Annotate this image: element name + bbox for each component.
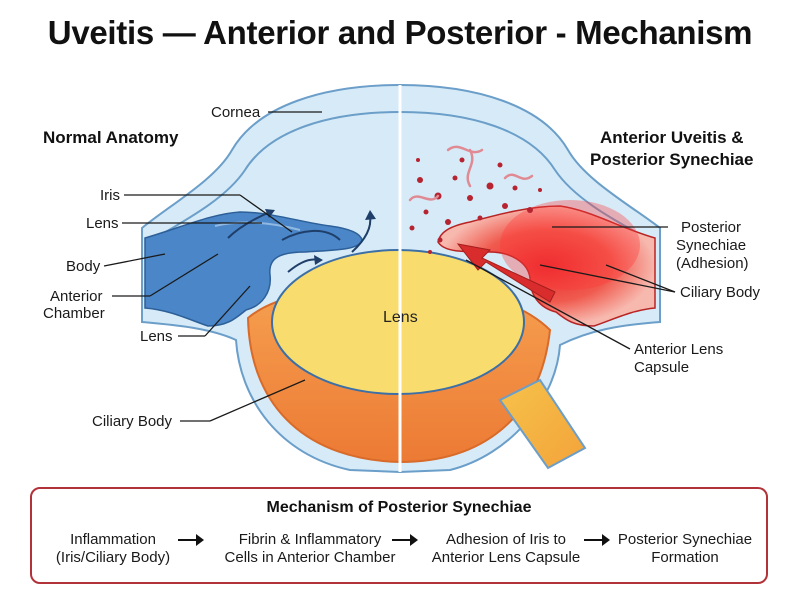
- anterior-chamber-arrow-1: [281, 229, 341, 241]
- mechanism-step-1: Inflammation (Iris/Ciliary Body): [38, 531, 188, 567]
- step-4-line2: Formation: [651, 549, 719, 566]
- step-arrow-2: [392, 534, 418, 546]
- step-arrow-1: [178, 534, 204, 546]
- label-lens-center: Lens: [383, 309, 418, 326]
- inflammation-glow: [500, 200, 640, 290]
- step-3-line2: Anterior Lens Capsule: [431, 549, 581, 566]
- label-posterior-synechiae-1: Posterior: [681, 219, 741, 236]
- mechanism-step-2: Fibrin & Inflammatory Cells in Anterior …: [210, 531, 410, 567]
- label-posterior-synechiae-3: (Adhesion): [676, 255, 749, 272]
- step-1-line1: Inflammation: [70, 531, 156, 548]
- label-posterior-synechiae-2: Synechiae: [676, 237, 746, 254]
- mechanism-step-4: Posterior Synechiae Formation: [610, 531, 760, 567]
- mechanism-title: Mechanism of Posterior Synechiae: [266, 499, 532, 516]
- fibrin-strands: [408, 145, 534, 202]
- leader-ciliary-right-2: [539, 264, 676, 293]
- label-cornea: Cornea: [211, 104, 261, 121]
- leader-anterior-lens-capsule: [465, 259, 631, 350]
- label-body: Body: [66, 258, 101, 275]
- optic-nerve: [498, 378, 587, 470]
- mechanism-step-3: Adhesion of Iris to Anterior Lens Capsul…: [422, 531, 590, 567]
- label-anterior-lens-capsule-2: Capsule: [634, 359, 689, 376]
- label-chamber: Chamber: [43, 305, 105, 322]
- step-2-line1: Fibrin & Inflammatory: [238, 531, 382, 548]
- step-arrow-3: [584, 534, 610, 546]
- step-3-line1: Adhesion of Iris to: [445, 531, 567, 548]
- step-2-line2: Cells in Anterior Chamber: [224, 549, 396, 566]
- label-lens-top: Lens: [86, 215, 119, 232]
- label-iris: Iris: [100, 187, 120, 204]
- normal-iris-ciliary: [144, 211, 363, 327]
- label-ciliary-body-left: Ciliary Body: [92, 413, 173, 430]
- step-1-line2: (Iris/Ciliary Body): [55, 549, 171, 566]
- label-anterior-lens-capsule-1: Anterior Lens: [634, 341, 723, 358]
- page-title: Uveitis — Anterior and Posterior - Mecha…: [47, 14, 753, 51]
- lens-shape: [271, 249, 525, 395]
- label-lens-bottom: Lens: [140, 328, 173, 345]
- right-heading-line1: Anterior Uveitis &: [600, 128, 744, 147]
- label-ciliary-body-right: Ciliary Body: [680, 284, 761, 301]
- adhesion-arrow: [456, 243, 556, 303]
- left-heading: Normal Anatomy: [43, 128, 179, 147]
- right-heading-line2: Posterior Synechiae: [590, 150, 753, 169]
- leader-ciliary-right-1: [605, 264, 676, 293]
- label-anterior: Anterior: [50, 288, 103, 305]
- leader-body: [103, 253, 166, 267]
- step-4-line1: Posterior Synechiae: [617, 531, 753, 548]
- mechanism-box: Mechanism of Posterior Synechiae Inflamm…: [30, 487, 768, 584]
